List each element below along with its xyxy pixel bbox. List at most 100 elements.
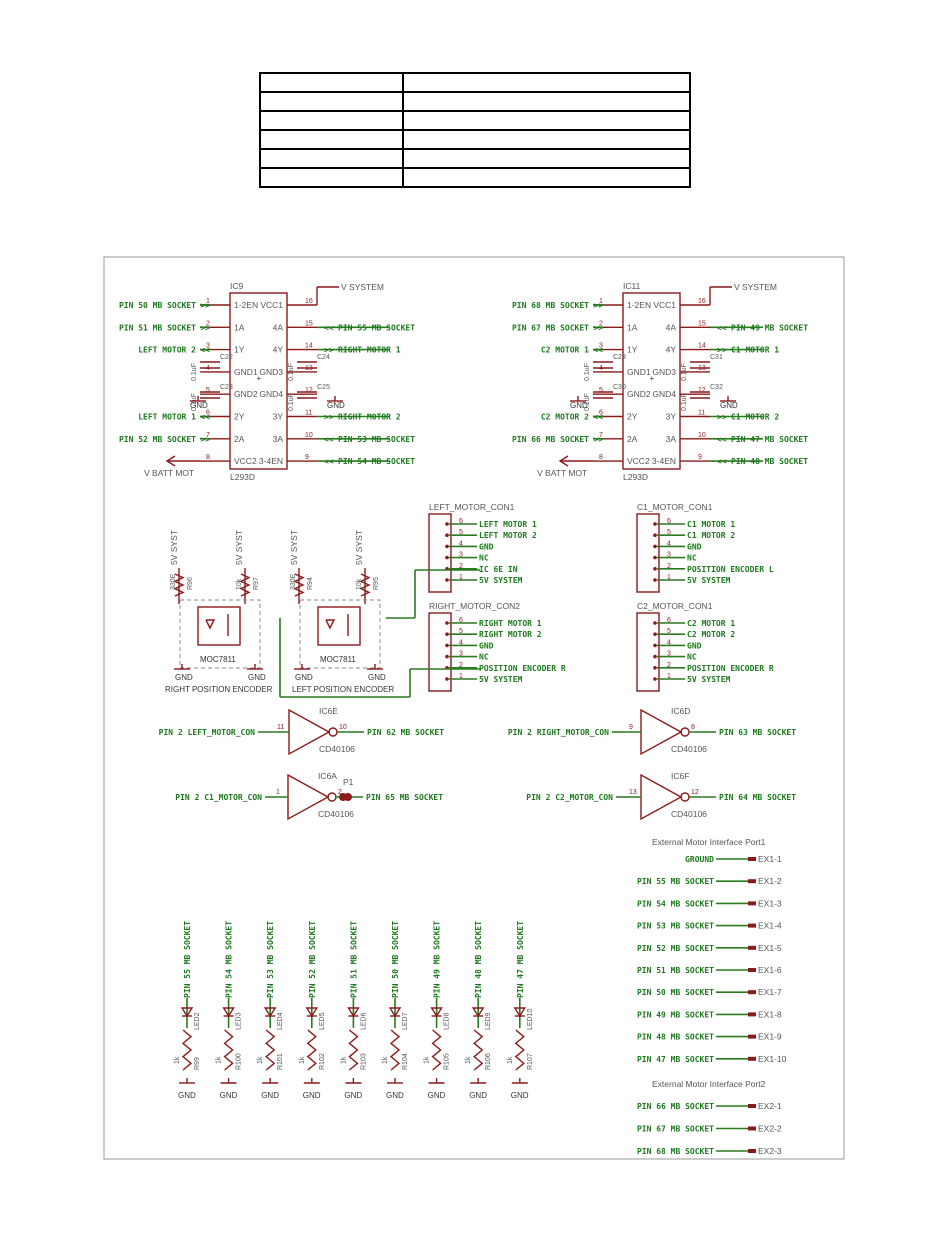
connector-pin (653, 677, 657, 681)
connector-pin-label: 5V SYSTEM (479, 675, 523, 684)
pin-function: 1Y (627, 345, 638, 355)
port-pin-label: EX1-5 (758, 943, 782, 953)
net-direction: << (324, 435, 334, 444)
port-net-label: PIN 53 MB SOCKET (637, 922, 714, 931)
port-net-label: PIN 54 MB SOCKET (637, 899, 714, 908)
pin-number: 2 (599, 320, 603, 327)
pin-function: 2Y (234, 412, 245, 422)
pin-number: 1 (667, 574, 671, 581)
pin-number: 11 (277, 724, 284, 731)
ic-part-number: L293D (623, 472, 648, 482)
port-pin-pad (748, 1012, 756, 1017)
net-label: C2 MOTOR 2 (541, 413, 589, 422)
led-diode (388, 1007, 402, 1018)
resistor-name: R106 (485, 1053, 492, 1070)
pin-number: 5 (667, 529, 671, 536)
supply-label: 5V SYST (234, 530, 244, 565)
led-net-label: PIN 52 MB SOCKET (308, 921, 317, 998)
net-direction: >> (593, 435, 603, 444)
connector-pin (445, 578, 449, 582)
net-label: LEFT MOTOR 2 (138, 346, 196, 355)
port-net-label: PIN 55 MB SOCKET (637, 877, 714, 886)
pin-number: 5 (206, 387, 210, 394)
encoder-dashed-outline (179, 599, 261, 669)
pin-number: 8 (206, 454, 210, 461)
pin-number: 4 (459, 639, 463, 646)
pin-number: 2 (667, 662, 671, 669)
encoder-title: LEFT POSITION ENCODER (292, 685, 394, 694)
ground-label: GND (261, 1091, 279, 1100)
vsystem-label: V SYSTEM (734, 282, 777, 292)
optocoupler-body (197, 606, 241, 646)
led-net-label: PIN 50 MB SOCKET (391, 921, 400, 998)
resistor-name: R94 (307, 577, 314, 590)
connector-pin-label: GND (479, 641, 494, 650)
pin-function: 1Y (234, 345, 245, 355)
net-direction: << (717, 323, 727, 332)
resistor-name: R97 (253, 577, 260, 590)
capacitor-value: 0.1uF (288, 363, 295, 381)
vbatt-label: V BATT MOT (144, 468, 194, 478)
net-direction: >> (200, 435, 210, 444)
net-direction: << (200, 346, 210, 355)
capacitor-name: C32 (710, 384, 723, 391)
inverter-output-label: PIN 63 MB SOCKET (719, 728, 796, 737)
pin-function: 2Y (627, 412, 638, 422)
inverter-input-label: PIN 2 LEFT_MOTOR_CON (159, 728, 256, 737)
connector-pin-label: POSITION ENCODER R (479, 664, 566, 673)
pin-number: 2 (338, 789, 342, 796)
led-diode (222, 1007, 235, 1018)
table-cell (259, 72, 404, 93)
led-name: LED2 (194, 1012, 201, 1030)
net-label: PIN 47 MB SOCKET (731, 435, 808, 444)
connector-pin-label: GND (687, 641, 702, 650)
net-direction: >> (324, 413, 334, 422)
pin-number: 14 (305, 343, 313, 350)
optocoupler-body (317, 606, 361, 646)
pin-function: GND1 (234, 367, 258, 377)
resistor-value: 330E (170, 573, 177, 590)
led-diode (430, 1007, 443, 1018)
pin-number: 1 (276, 789, 280, 796)
pin-number: 5 (459, 628, 463, 635)
pin-function: 3A (273, 434, 284, 444)
vbatt-label: V BATT MOT (537, 468, 587, 478)
net-direction: >> (593, 323, 603, 332)
port-title: External Motor Interface Port2 (652, 1079, 766, 1089)
pin-number: 2 (459, 662, 463, 669)
ground-label: GND (428, 1091, 446, 1100)
pin-number: 2 (667, 563, 671, 570)
net-direction: >> (324, 346, 334, 355)
resistor-name: R104 (402, 1053, 409, 1070)
inverter-part: CD40106 (319, 744, 355, 754)
resistor-symbol (306, 1029, 317, 1071)
port-net-label: PIN 52 MB SOCKET (637, 944, 714, 953)
port-pin-label: EX2-2 (758, 1124, 782, 1134)
connector-body (636, 513, 660, 593)
pin-number: 3 (599, 343, 603, 350)
connector-pin (445, 654, 449, 659)
led-diode (305, 1007, 319, 1018)
pin-number: 9 (305, 454, 309, 461)
pin-number: 6 (459, 518, 463, 525)
pin-number: 1 (459, 673, 463, 680)
port-pin-label: EX1-7 (758, 987, 782, 997)
resistor-symbol (359, 573, 371, 597)
led-name: LED6 (360, 1012, 367, 1030)
inverter-part: CD40106 (671, 809, 707, 819)
pin-number: 14 (698, 343, 706, 350)
ground-label: GND (368, 673, 386, 682)
resistor-symbol (431, 1029, 442, 1071)
ground-label: GND (386, 1091, 404, 1100)
supply-label: 5V SYST (169, 530, 179, 565)
net-direction: << (593, 413, 603, 422)
led-diode-symbol (325, 619, 336, 630)
